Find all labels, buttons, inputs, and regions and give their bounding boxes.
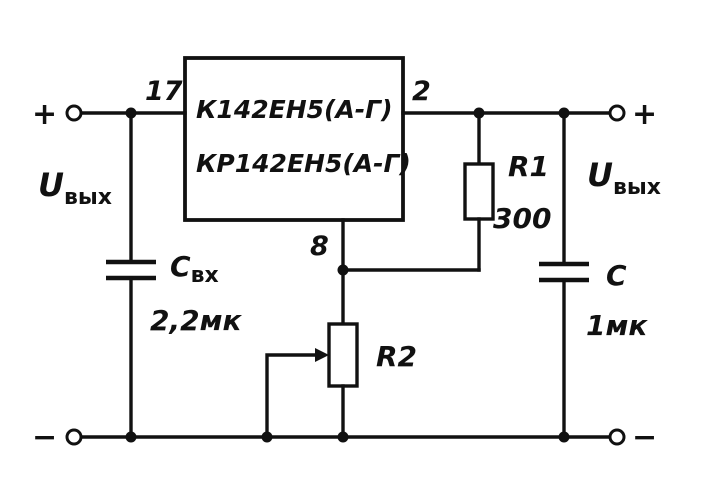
- c-in-value: 2,2мк: [150, 304, 242, 337]
- input-capacitor: [106, 111, 156, 439]
- left-voltage-main: U: [38, 166, 64, 204]
- pin-adjust-label: 8: [310, 231, 329, 262]
- right-voltage-main: U: [587, 156, 613, 194]
- output-capacitor: [539, 111, 589, 439]
- pin-output-label: 2: [412, 76, 431, 107]
- adjust-wire: [341, 218, 481, 326]
- resistor-r2: [265, 322, 359, 439]
- terminal-out-minus: [608, 428, 626, 446]
- left-plus-sign: +: [32, 97, 57, 132]
- r1-value: 300: [493, 202, 551, 235]
- terminal-out-plus: [608, 104, 626, 122]
- junction-dot: [261, 431, 273, 443]
- junction-dot: [558, 107, 570, 119]
- junction-dot: [125, 431, 137, 443]
- ic-label-line1: К142ЕН5(А-Г): [196, 95, 393, 124]
- right-plus-sign: +: [632, 97, 657, 132]
- r1-name: R1: [508, 150, 549, 183]
- left-voltage-sub: вых: [64, 185, 112, 210]
- right-voltage-sub: вых: [613, 175, 661, 200]
- resistor-r1: [463, 111, 495, 272]
- c-out-name: C: [606, 259, 627, 292]
- c-in-name-main: C: [170, 250, 191, 283]
- r2-name: R2: [376, 340, 417, 373]
- terminal-in-plus: [65, 104, 83, 122]
- c-out-value: 1мк: [586, 309, 648, 342]
- c-in-name-sub: вх: [191, 263, 219, 288]
- right-voltage-label: Uвых: [587, 156, 661, 200]
- junction-dot: [125, 107, 137, 119]
- c-in-name: Cвх: [170, 250, 219, 288]
- pin-input-label: 17: [145, 76, 183, 107]
- wiper-arrow-icon: [315, 348, 329, 362]
- junction-dot: [337, 264, 349, 276]
- junction-dot: [473, 107, 485, 119]
- left-voltage-label: Uвых: [38, 166, 112, 210]
- ic-body: [183, 56, 405, 222]
- left-minus-sign: −: [32, 420, 57, 455]
- right-minus-sign: −: [632, 420, 657, 455]
- terminal-in-minus: [65, 428, 83, 446]
- junction-dot: [558, 431, 570, 443]
- ic-label-line2: КР142ЕН5(А-Г): [196, 149, 411, 178]
- junction-dot: [337, 431, 349, 443]
